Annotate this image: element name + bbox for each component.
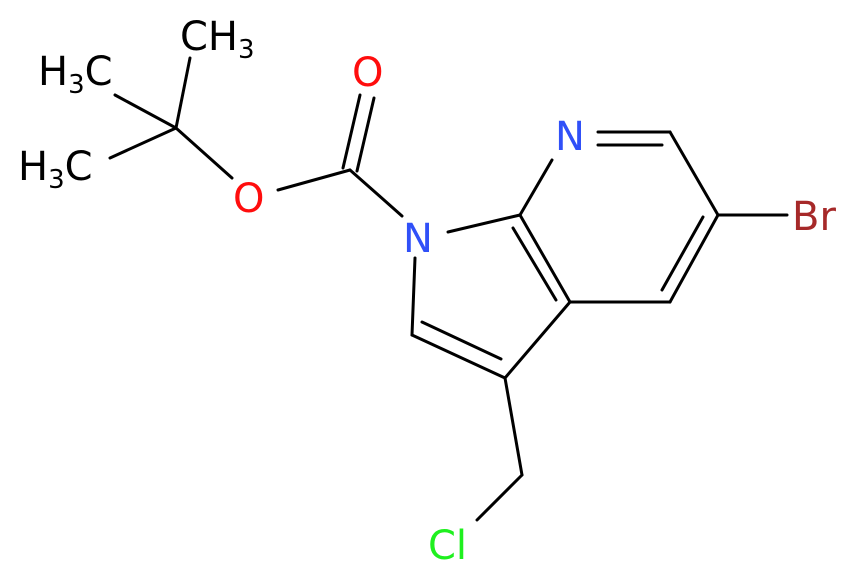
methyl-left-lower-label: H3C (18, 144, 93, 195)
bond-c5-c4-inner (660, 215, 705, 292)
bond-n1-c7a (446, 213, 522, 234)
methyl-top-label: CH3 (180, 14, 255, 65)
carbonyl-oxygen-label: O (352, 50, 383, 96)
bond-n1-c2 (410, 256, 417, 337)
bond-methyl-top (174, 56, 192, 130)
bond-c3-ch2 (503, 376, 524, 477)
bromine-label: Br (792, 194, 836, 240)
bond-quaternary-c-ester-o (174, 126, 234, 180)
bond-c2-c3-inner (420, 320, 503, 361)
bond-c6-c5 (668, 130, 720, 217)
bond-carbonyl-double-1 (341, 93, 362, 170)
bond-c2-c3 (410, 333, 507, 380)
ester-oxygen-label: O (233, 176, 264, 222)
bond-ch2-cl (475, 473, 524, 522)
bond-carbonyl-double-2 (355, 96, 376, 173)
methyl-left-upper-label: H3C (38, 49, 113, 100)
bond-carbonyl-c-n (348, 168, 404, 218)
bond-c5-c4 (668, 213, 720, 304)
pyridine-nitrogen-label: N (555, 114, 585, 160)
bond-methyl-left-upper (113, 93, 178, 130)
pyrrole-nitrogen-label: N (403, 216, 433, 262)
bond-c3-c3a (503, 300, 572, 380)
bond-c3a-c7a (518, 213, 572, 304)
bond-ester-o-carbonyl-c (276, 168, 352, 192)
bond-c3a-c7a-inner (511, 226, 558, 302)
bond-c7a-n7 (518, 158, 554, 217)
bond-methyl-left-lower (108, 126, 178, 160)
chlorine-label: Cl (428, 523, 467, 569)
